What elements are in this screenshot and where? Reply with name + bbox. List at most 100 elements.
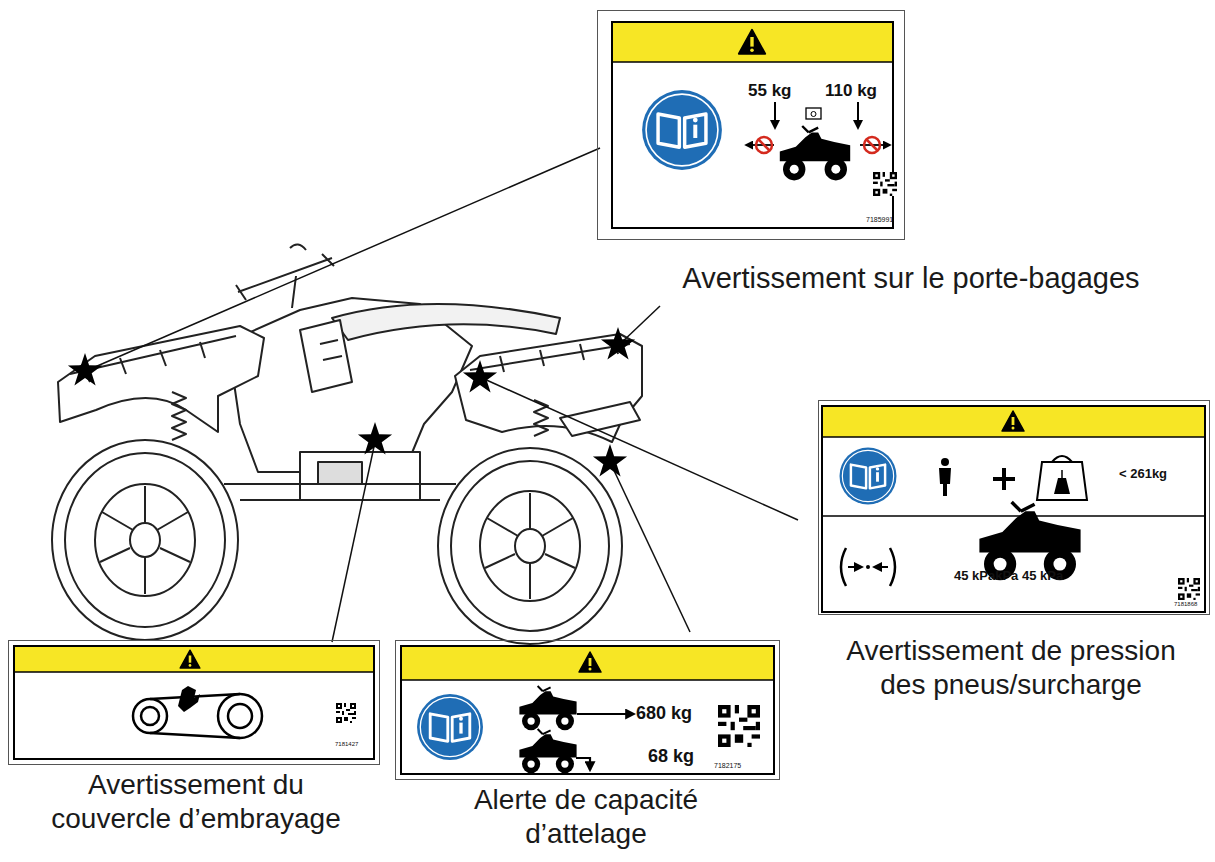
part-number: 7181868 bbox=[1174, 601, 1197, 608]
tire-sticker-art bbox=[874, 566, 888, 568]
rear-wheel bbox=[515, 529, 545, 563]
front-wheel bbox=[65, 453, 225, 627]
rack-sticker-art bbox=[756, 137, 772, 153]
rack-sticker-art bbox=[746, 144, 774, 146]
warning-sticker: < 261kg45 kPakPa 45 kPa7181868Avertissem… bbox=[818, 400, 1210, 615]
tire-sticker-art bbox=[1037, 462, 1087, 500]
rack-sticker-art bbox=[774, 102, 776, 128]
sticker-caption: Alerte de capacité d’attelage bbox=[446, 783, 726, 851]
engine-block bbox=[300, 452, 420, 500]
handlebar bbox=[236, 244, 334, 308]
hitch-sticker-art bbox=[576, 758, 590, 770]
load-value: 110 kg bbox=[825, 81, 877, 101]
leader-line bbox=[88, 148, 600, 370]
clutch-sticker-art bbox=[178, 686, 200, 712]
clutch-sticker-art bbox=[15, 647, 373, 672]
rack-sticker-art bbox=[806, 108, 821, 119]
clutch-sticker-art bbox=[133, 699, 167, 733]
tire-sticker-art bbox=[866, 565, 870, 569]
part-number: 7181427 bbox=[335, 741, 358, 748]
rack-sticker-art bbox=[780, 126, 850, 180]
hitch-sticker-art bbox=[402, 647, 773, 680]
front-fender bbox=[58, 326, 264, 432]
rack-sticker-art bbox=[866, 139, 878, 151]
rear-wheel bbox=[438, 448, 622, 644]
rack-sticker-art bbox=[739, 30, 765, 54]
warning-sticker: 680 kg68 kg7182175Alerte de capacité d’a… bbox=[395, 640, 780, 780]
front-shock bbox=[172, 392, 186, 440]
location-star bbox=[463, 360, 497, 393]
engine-detail bbox=[318, 462, 362, 484]
rack-sticker-art bbox=[613, 23, 892, 62]
clutch-sticker-art bbox=[218, 694, 262, 738]
leader-line bbox=[610, 462, 690, 632]
tire-sticker-art bbox=[939, 468, 951, 496]
tire-sticker-art bbox=[840, 448, 897, 505]
rack-sticker-art bbox=[811, 112, 816, 117]
clutch-sticker-art bbox=[150, 733, 240, 738]
footwell bbox=[224, 484, 456, 500]
location-star bbox=[358, 422, 392, 455]
side-panel bbox=[300, 320, 352, 392]
leader-line bbox=[88, 148, 798, 642]
tire-sticker-art bbox=[1061, 470, 1063, 478]
part-number: 7182175 bbox=[714, 762, 741, 770]
tire-sticker-art bbox=[822, 406, 1205, 612]
clutch-sticker-art bbox=[14, 646, 374, 759]
location-star bbox=[601, 327, 635, 360]
clutch-sticker-art bbox=[14, 646, 374, 759]
hitch-sticker-art bbox=[718, 705, 760, 747]
tire-sticker-art bbox=[848, 566, 862, 568]
tire-sticker-art bbox=[823, 407, 1204, 437]
front-wheel bbox=[95, 484, 195, 596]
rack-sticker-art bbox=[612, 22, 897, 228]
tire-sticker-art bbox=[822, 515, 1205, 517]
clutch-sticker-art bbox=[228, 704, 252, 728]
tire-sticker-art bbox=[841, 548, 846, 586]
part-number: 7185991 bbox=[866, 216, 893, 224]
rear-wheel bbox=[451, 461, 609, 631]
sticker-caption: Avertissement du couvercle d’embrayage bbox=[26, 768, 366, 836]
rear-wheel bbox=[438, 448, 622, 644]
load-value: 680 kg bbox=[636, 703, 692, 724]
rack-sticker-art bbox=[612, 22, 893, 228]
clutch-sticker-art bbox=[180, 650, 200, 668]
front-wheel bbox=[130, 523, 160, 557]
tire-sticker-art bbox=[841, 548, 895, 586]
rack-sticker-art bbox=[873, 172, 897, 196]
tire-sticker-art bbox=[822, 436, 1205, 438]
tire-sticker-art bbox=[941, 458, 949, 466]
leader-line bbox=[482, 378, 798, 520]
sticker-caption: Avertissement sur le porte-bagages bbox=[611, 261, 1211, 296]
tire-sticker-art bbox=[1002, 468, 1006, 490]
hitch-sticker-art bbox=[577, 713, 634, 715]
rack-sticker-art bbox=[864, 137, 880, 153]
rack-sticker-art bbox=[642, 90, 722, 170]
clutch-sticker-art bbox=[336, 703, 356, 723]
hitch-sticker-art bbox=[519, 729, 576, 773]
hitch-sticker-art bbox=[401, 646, 774, 774]
location-star bbox=[68, 327, 635, 477]
tire-sticker-art bbox=[1002, 411, 1024, 431]
tire-sticker-art bbox=[1178, 578, 1200, 600]
sticker-caption: Avertissement de pression des pneus/surc… bbox=[826, 634, 1196, 702]
rack-sticker-art bbox=[612, 61, 893, 63]
warning-sticker: 55 kg110 kg7185991Avertissement sur le p… bbox=[597, 10, 905, 240]
front-wheel bbox=[52, 440, 238, 640]
front-wheel bbox=[100, 486, 190, 594]
load-value: 68 kg bbox=[648, 746, 694, 767]
location-star bbox=[593, 444, 627, 477]
tire-sticker-art bbox=[1052, 456, 1072, 462]
tire-sticker-art bbox=[1054, 478, 1070, 494]
warning-sticker: 7181427Avertissement du couvercle d’embr… bbox=[8, 640, 380, 765]
rack-sticker-art bbox=[857, 102, 859, 128]
leader-line bbox=[332, 442, 375, 642]
rear-shock bbox=[534, 400, 548, 436]
hitch-sticker-art bbox=[519, 686, 576, 730]
seat bbox=[332, 304, 560, 340]
load-value: 55 kg bbox=[748, 81, 791, 101]
front-rack bbox=[70, 336, 236, 382]
